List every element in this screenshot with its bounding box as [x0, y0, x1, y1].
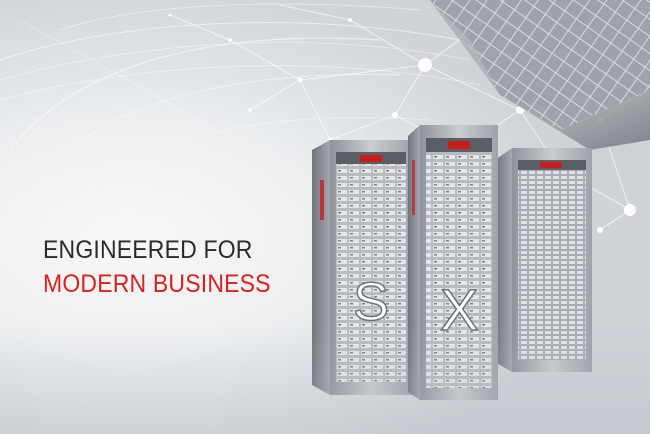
- geometric-shard-decoration: [430, 0, 650, 150]
- rack-logo-badge: [360, 155, 382, 162]
- headline-line-1: ENGINEERED FOR: [43, 236, 253, 264]
- server-rack-right: [495, 148, 592, 372]
- server-rack-left: S: [312, 140, 412, 395]
- rack-logo-badge: [540, 162, 562, 168]
- headline: ENGINEERED FOR MODERN BUSINESS: [43, 233, 271, 301]
- rack-logo-badge: [448, 141, 470, 149]
- rack-letter-x: X: [440, 278, 479, 343]
- light-arcs-decoration: [0, 3, 481, 231]
- headline-line-2: MODERN BUSINESS: [43, 270, 271, 298]
- server-rack-center: X: [408, 125, 498, 400]
- rack-letter-s: S: [353, 272, 389, 332]
